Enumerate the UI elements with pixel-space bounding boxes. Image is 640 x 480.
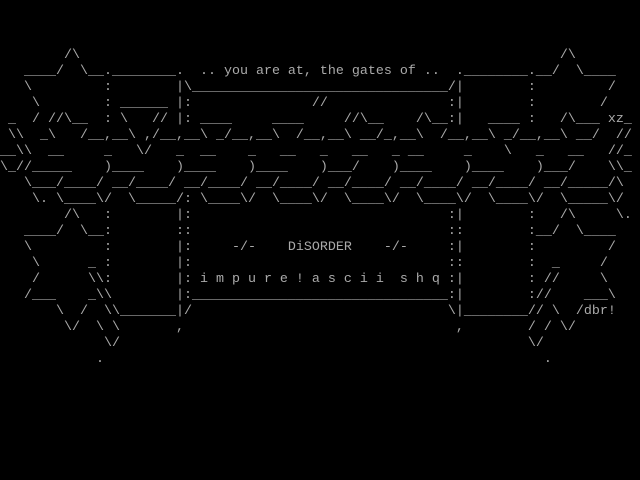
art-line: \/ \ \ , , / / \/ bbox=[0, 320, 576, 335]
art-line: ____/ \__: :: :: :__/ \____ bbox=[0, 224, 616, 239]
art-line: \\ _\ /__,__\ ,/__,__\ _/__,__\ /__,__\ … bbox=[0, 128, 632, 143]
art-line: \___/____/ __/____/ __/____/ __/____/ __… bbox=[0, 176, 624, 191]
art-line: \. \____\/ \_____/: \____\/ \____\/ \___… bbox=[0, 192, 624, 207]
art-line: \/ \/ bbox=[0, 336, 544, 351]
art-line-tagline: ____/ \__.________. .. you are at, the g… bbox=[0, 64, 616, 79]
art-line: . . bbox=[0, 352, 552, 367]
art-line-title-disorder: \ : |: -/- DiSORDER -/- :| : / bbox=[0, 240, 616, 255]
art-line-subtitle: / \\: |: i m p u r e ! a s c i i s h q :… bbox=[0, 272, 608, 287]
art-line: \ : ______ |: // :| : / bbox=[0, 96, 608, 111]
art-line-star-tips: /\ /\ bbox=[0, 48, 576, 63]
art-line: /\ : |: :| : /\ \. bbox=[0, 208, 632, 223]
art-line: \ : |\________________________________/|… bbox=[0, 80, 616, 95]
art-line: /___ _\\ |:_____________________________… bbox=[0, 288, 616, 303]
art-line: __\\ __ _ \/ _ __ _ __ _ __ _ __ _ \ _ _… bbox=[0, 144, 632, 159]
ascii-art-banner: /\ /\ ____/ \__.________. .. you are at,… bbox=[0, 48, 632, 368]
art-line-signature-xz: _ / //\__ : \ // |: ____ ____ //\__ /\__… bbox=[0, 112, 632, 127]
art-line-signature-dbr: \ / \\_______|/ \|________// \ /dbr! bbox=[0, 304, 616, 319]
art-line: \ _ : |: :: : _ / bbox=[0, 256, 608, 271]
art-line: \_//_____ )____ )____ )____ )___/ )____ … bbox=[0, 160, 632, 175]
